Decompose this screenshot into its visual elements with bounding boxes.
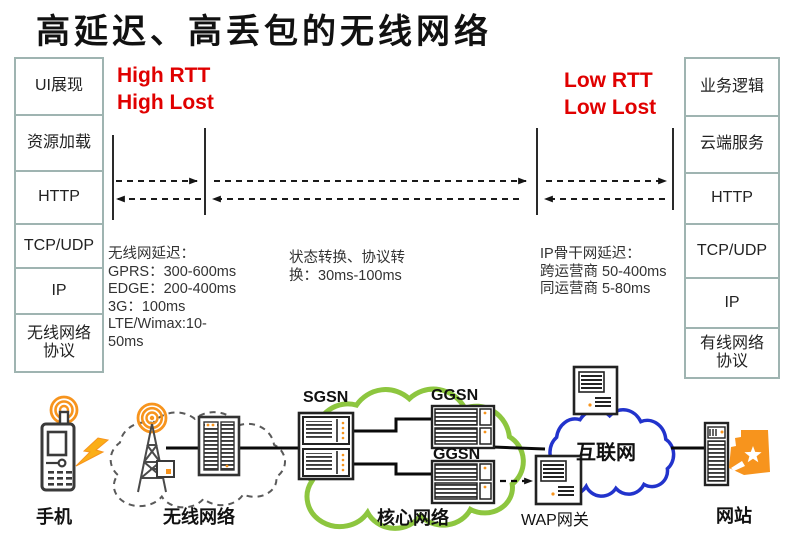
stack-cell-http-right: HTTP <box>686 174 778 225</box>
ggsn-bottom-server-icon <box>430 459 496 505</box>
timeline-lifelines <box>112 128 674 220</box>
phone-label: 手机 <box>36 507 72 527</box>
stack-cell-wired-protocol: 有线网络 协议 <box>699 334 764 370</box>
protocol-stack-left: UI展现 资源加载 HTTP TCP/UDP IP 无线网络 协议 <box>14 57 104 373</box>
stack-cell-ip: IP <box>16 269 102 315</box>
high-rtt-line: High RTT <box>117 64 211 87</box>
wap-gateway-label: WAP网关 <box>521 512 589 529</box>
stack-cell-cloud-service: 云端服务 <box>686 117 778 174</box>
stack-cell-ip-right: IP <box>686 279 778 329</box>
website-label: 网站 <box>716 506 752 526</box>
sgsn-label: SGSN <box>303 389 349 406</box>
wireless-latency-note: 无线网延迟： GPRS：300-600ms EDGE：200-400ms 3G：… <box>108 246 237 350</box>
link-ggsn-internet <box>492 445 546 451</box>
link-sgsn-ggsn-bottom <box>352 462 433 476</box>
sgsn-unit-bottom <box>302 448 350 477</box>
stack-cell-tcpudp-right: TCP/UDP <box>686 225 778 279</box>
stack-cell-tcpudp: TCP/UDP <box>16 225 102 269</box>
ggsn-top-server-icon <box>430 404 496 450</box>
core-network-label: 核心网络 <box>377 508 449 528</box>
high-lost-line: High Lost <box>117 91 214 114</box>
website-server-icon <box>703 421 730 487</box>
sgsn-server-icon <box>297 411 355 481</box>
high-rtt-annotation: High RTT High Lost <box>117 62 214 116</box>
low-rtt-annotation: Low RTT Low Lost <box>564 67 656 121</box>
link-sgsn-ggsn-top <box>352 417 433 433</box>
antenna-tower-icon <box>136 402 175 493</box>
stack-cell-wireless-protocol: 无线网络 协议 <box>26 324 91 360</box>
lightning-icon <box>75 437 110 467</box>
wireless-server-rack-icon <box>197 415 241 477</box>
stack-cell-resource: 资源加载 <box>16 116 102 172</box>
sgsn-unit-top <box>302 416 350 445</box>
website-pages-icon <box>729 430 770 475</box>
mobile-phone-icon <box>40 395 79 492</box>
page-title: 高延迟、高丢包的无线网络 <box>36 13 492 51</box>
stack-cell-business: 业务逻辑 <box>686 59 778 117</box>
internet-host-icon <box>572 365 619 416</box>
wireless-network-label: 无线网络 <box>163 507 235 527</box>
transition-latency-note: 状态转换、协议转 换：30ms-100ms <box>289 250 405 284</box>
phone-keypad <box>48 471 72 486</box>
backbone-latency-note: IP骨干网延迟： 跨运营商 50-400ms 同运营商 5-80ms <box>540 246 667 298</box>
ggsn-bottom-label: GGSN <box>433 446 481 463</box>
sequence-arrows <box>115 177 668 203</box>
low-lost-line: Low Lost <box>564 96 657 119</box>
stack-cell-http: HTTP <box>16 172 102 225</box>
ggsn-top-label: GGSN <box>431 387 479 404</box>
internet-label: 互联网 <box>576 442 636 464</box>
low-rtt-line: Low RTT <box>564 69 653 92</box>
stack-cell-ui: UI展现 <box>16 59 102 116</box>
wap-gateway-icon <box>534 454 583 506</box>
protocol-stack-right: 业务逻辑 云端服务 HTTP TCP/UDP IP 有线网络 协议 <box>684 57 780 379</box>
